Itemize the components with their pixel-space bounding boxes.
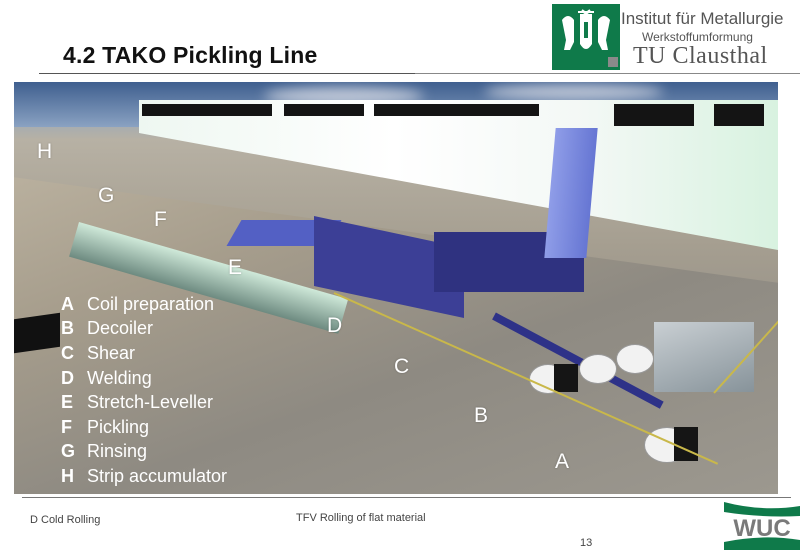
- footer-divider: [22, 497, 791, 498]
- legend-item: H Strip accumulator: [61, 464, 227, 489]
- coil: [616, 344, 654, 374]
- hall-window: [614, 104, 694, 126]
- station-legend: A Coil preparation B Decoiler C Shear D Weld…: [61, 292, 227, 489]
- label-e: E: [228, 256, 243, 279]
- label-d: D: [327, 314, 343, 337]
- coil: [579, 354, 617, 384]
- coat-of-arms-icon: [562, 9, 610, 50]
- legend-key: E: [61, 392, 74, 413]
- header-divider: [415, 73, 800, 74]
- page-number: 13: [580, 537, 593, 549]
- legend-key: C: [61, 342, 74, 363]
- legend-key: B: [61, 318, 74, 339]
- footer-course: TFV Rolling of flat material: [296, 512, 426, 524]
- legend-item: F Pickling: [61, 415, 227, 440]
- label-b: B: [474, 404, 489, 427]
- legend-item: G Rinsing: [61, 440, 227, 465]
- pickling-line-render: H G F E D C B A A Coil preparation B Decoi…: [14, 82, 778, 494]
- legend-label: Welding: [87, 367, 152, 388]
- legend-label: Rinsing: [87, 441, 148, 462]
- label-h: H: [37, 140, 53, 163]
- legend-label: Shear: [87, 342, 136, 363]
- legend-item: D Welding: [61, 366, 227, 391]
- legend-key: D: [61, 367, 74, 388]
- legend-label: Strip accumulator: [87, 465, 228, 486]
- legend-key: F: [61, 416, 72, 437]
- dark-beam: [14, 312, 60, 354]
- legend-key: G: [61, 441, 76, 462]
- coil-preparation-cabin: [654, 322, 754, 392]
- legend-item: A Coil preparation: [61, 292, 227, 317]
- hall-window: [714, 104, 764, 126]
- label-a: A: [555, 450, 570, 473]
- label-c: C: [394, 355, 410, 378]
- label-g: G: [98, 184, 115, 207]
- hall-window: [374, 104, 464, 116]
- hall-window: [142, 104, 272, 116]
- label-f: F: [154, 208, 167, 231]
- institute-name: Institut für Metallurgie: [621, 9, 784, 28]
- legend-item: B Decoiler: [61, 317, 227, 342]
- coil-core: [674, 427, 698, 461]
- university-name: TU Clausthal: [633, 43, 768, 69]
- footer-chapter: D Cold Rolling: [30, 514, 101, 526]
- legend-label: Coil preparation: [87, 293, 215, 314]
- slide-title: 4.2 TAKO Pickling Line: [63, 42, 318, 68]
- tu-clausthal-logo: [552, 4, 620, 70]
- coil-core: [554, 364, 578, 392]
- hall-window: [459, 104, 539, 116]
- legend-key: H: [61, 465, 74, 486]
- legend-label: Pickling: [87, 416, 150, 437]
- legend-label: Decoiler: [87, 318, 154, 339]
- legend-label: Stretch-Leveller: [87, 392, 214, 413]
- legend-key: A: [61, 293, 74, 314]
- cloud: [484, 84, 664, 100]
- department-name: Werkstoffumformung: [642, 30, 753, 44]
- wuc-logo-text: WUC: [733, 515, 790, 542]
- hall-window: [284, 104, 364, 116]
- legend-item: C Shear: [61, 341, 227, 366]
- wuc-logo: WUC: [724, 502, 800, 550]
- logo-square: [608, 57, 618, 67]
- legend-item: E Stretch-Leveller: [61, 390, 227, 415]
- title-divider: [39, 73, 415, 74]
